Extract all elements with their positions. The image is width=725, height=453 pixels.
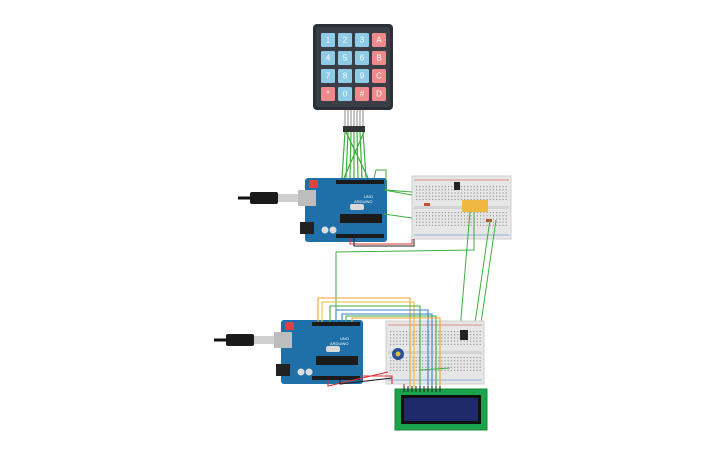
keypad-key-label: A: [376, 36, 382, 45]
keypad-key-label: 4: [326, 54, 331, 63]
keypad-key[interactable]: 7: [321, 69, 335, 83]
keypad-key[interactable]: 0: [338, 87, 352, 101]
keypad-key-label: C: [376, 72, 382, 81]
keypad-4x4[interactable]: 1 2 3 A 4 5 6 B 7 8 9 C * 0 # D: [313, 24, 393, 132]
board-1-brand: ARDUINO: [354, 199, 372, 204]
keypad-key[interactable]: D: [372, 87, 386, 101]
arduino-uno-1[interactable]: UNO ARDUINO: [298, 178, 387, 242]
keypad-key[interactable]: 8: [338, 69, 352, 83]
breadboard-2: [385, 320, 485, 385]
keypad-key[interactable]: *: [321, 87, 335, 101]
keypad-key-label: 9: [360, 72, 365, 81]
keypad-key-label: 1: [326, 36, 331, 45]
keypad-key-label: 7: [326, 72, 331, 81]
board2-wires: [317, 297, 451, 390]
arduino-uno-2[interactable]: UNO ARDUINO: [274, 320, 363, 384]
keypad-key-label: 0: [343, 90, 348, 99]
keypad-key-label: #: [360, 90, 365, 99]
keypad-key-label: 5: [343, 54, 348, 63]
keypad-key-label: 3: [360, 36, 365, 45]
usb-cable-2: [214, 334, 274, 346]
keypad-key-label: 8: [343, 72, 348, 81]
lcd-16x2: [394, 386, 488, 431]
keypad-key-label: 6: [360, 54, 365, 63]
keypad-key[interactable]: 4: [321, 51, 335, 65]
usb-cable-1: [238, 192, 298, 204]
keypad-key[interactable]: A: [372, 33, 386, 47]
keypad-key[interactable]: 5: [338, 51, 352, 65]
keypad-key[interactable]: 9: [355, 69, 369, 83]
keypad-key[interactable]: 3: [355, 33, 369, 47]
keypad-key-label: D: [376, 90, 382, 99]
keypad-key-label: B: [376, 54, 381, 63]
resistor-1: [424, 203, 430, 206]
atmega-chip-2: [316, 356, 358, 365]
board-2-brand: ARDUINO: [330, 341, 348, 346]
resistor-2: [486, 219, 492, 222]
keypad-wires: [341, 131, 369, 179]
relay-module: [462, 200, 488, 212]
keypad-connector: [343, 126, 365, 132]
keypad-key-label: *: [326, 90, 329, 99]
board-2-model: UNO: [340, 336, 349, 341]
keypad-key-label: 2: [343, 36, 348, 45]
keypad-key[interactable]: C: [372, 69, 386, 83]
keypad-key[interactable]: 1: [321, 33, 335, 47]
lcd-screen: [404, 398, 478, 421]
keypad-key[interactable]: 6: [355, 51, 369, 65]
sensor-2: [460, 330, 468, 340]
keypad-key[interactable]: #: [355, 87, 369, 101]
sensor-1: [454, 182, 460, 190]
keypad-key[interactable]: 2: [338, 33, 352, 47]
atmega-chip: [340, 214, 382, 223]
board-1-model: UNO: [364, 194, 373, 199]
keypad-key[interactable]: B: [372, 51, 386, 65]
board1-wires: [335, 169, 497, 331]
reset-button[interactable]: [309, 180, 318, 188]
reset-button-2[interactable]: [285, 322, 294, 330]
breadboard-1: [411, 175, 512, 240]
